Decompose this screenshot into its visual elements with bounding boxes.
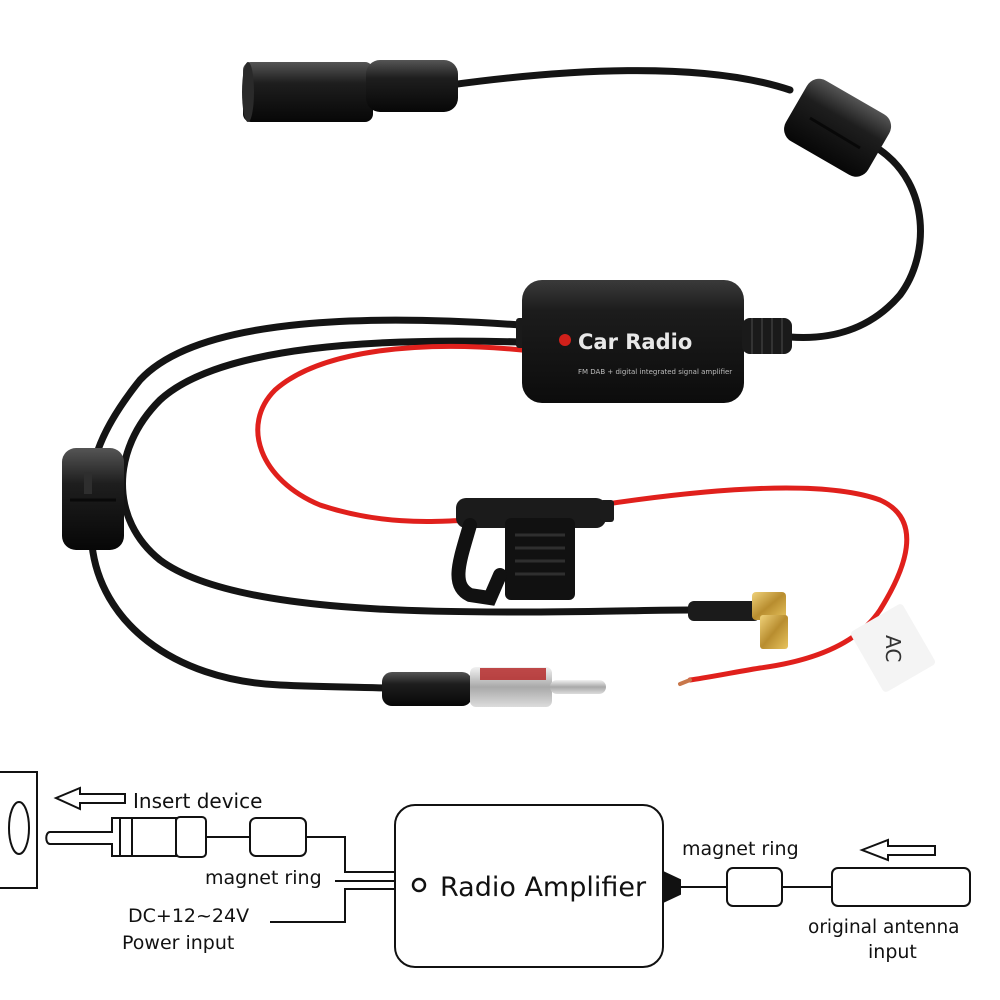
red-wire-box-to-fuse bbox=[255, 343, 525, 524]
device-title: Car Radio bbox=[578, 330, 692, 354]
cable-box-to-sma bbox=[119, 337, 694, 616]
sma-connector bbox=[688, 592, 788, 649]
cable-box-to-left-ferrite bbox=[94, 316, 524, 454]
insert-arrow-icon bbox=[53, 786, 126, 811]
cable-to-socket bbox=[446, 67, 794, 94]
antenna-male-plug bbox=[382, 667, 606, 707]
wiring-diagram bbox=[0, 771, 971, 968]
label-insert-device: Insert device bbox=[133, 789, 262, 813]
fuse-holder bbox=[451, 498, 614, 606]
radio-socket-symbol bbox=[0, 771, 38, 889]
cable-ferrite-to-plug bbox=[88, 541, 389, 692]
amplifier-box: Car Radio FM DAB + digital integrated si… bbox=[516, 280, 792, 403]
left-ferrite bbox=[62, 448, 124, 550]
input-arrow-icon bbox=[859, 838, 936, 862]
label-original-antenna-1: original antenna bbox=[808, 917, 960, 938]
female-antenna-socket bbox=[242, 60, 458, 122]
black-cables bbox=[88, 67, 924, 692]
magnet-ring-right-symbol bbox=[726, 867, 783, 907]
diagram-wire-top bbox=[306, 836, 395, 873]
amplifier-led-symbol bbox=[411, 877, 427, 893]
amplifier-photo: Car Radio FM DAB + digital integrated si… bbox=[62, 60, 936, 707]
diagram-labels: Insert device magnet ring DC+12~24V Powe… bbox=[122, 789, 960, 963]
magnet-ring-left-symbol bbox=[249, 817, 307, 857]
right-ferrite bbox=[784, 78, 892, 177]
tape-label: AC bbox=[850, 604, 936, 692]
label-dc-power-2: Power input bbox=[122, 932, 234, 954]
label-magnet-ring-right: magnet ring bbox=[682, 838, 799, 860]
led-indicator bbox=[559, 334, 571, 346]
red-wire-fuse-to-end bbox=[597, 485, 910, 683]
label-original-antenna-2: input bbox=[868, 941, 917, 963]
red-wire bbox=[255, 343, 910, 683]
tape-text: AC bbox=[881, 635, 905, 662]
label-magnet-ring-left: magnet ring bbox=[205, 867, 322, 889]
stripped-wire-end bbox=[678, 678, 692, 686]
diagram-wire-power bbox=[270, 888, 395, 923]
device-subtitle: FM DAB + digital integrated signal ampli… bbox=[578, 368, 732, 376]
label-dc-power-1: DC+12~24V bbox=[128, 905, 249, 927]
plug-symbol bbox=[45, 816, 250, 858]
cable-ferrite-to-box bbox=[786, 146, 924, 341]
label-radio-amplifier: Radio Amplifier bbox=[440, 872, 647, 903]
original-antenna-symbol bbox=[831, 867, 971, 907]
